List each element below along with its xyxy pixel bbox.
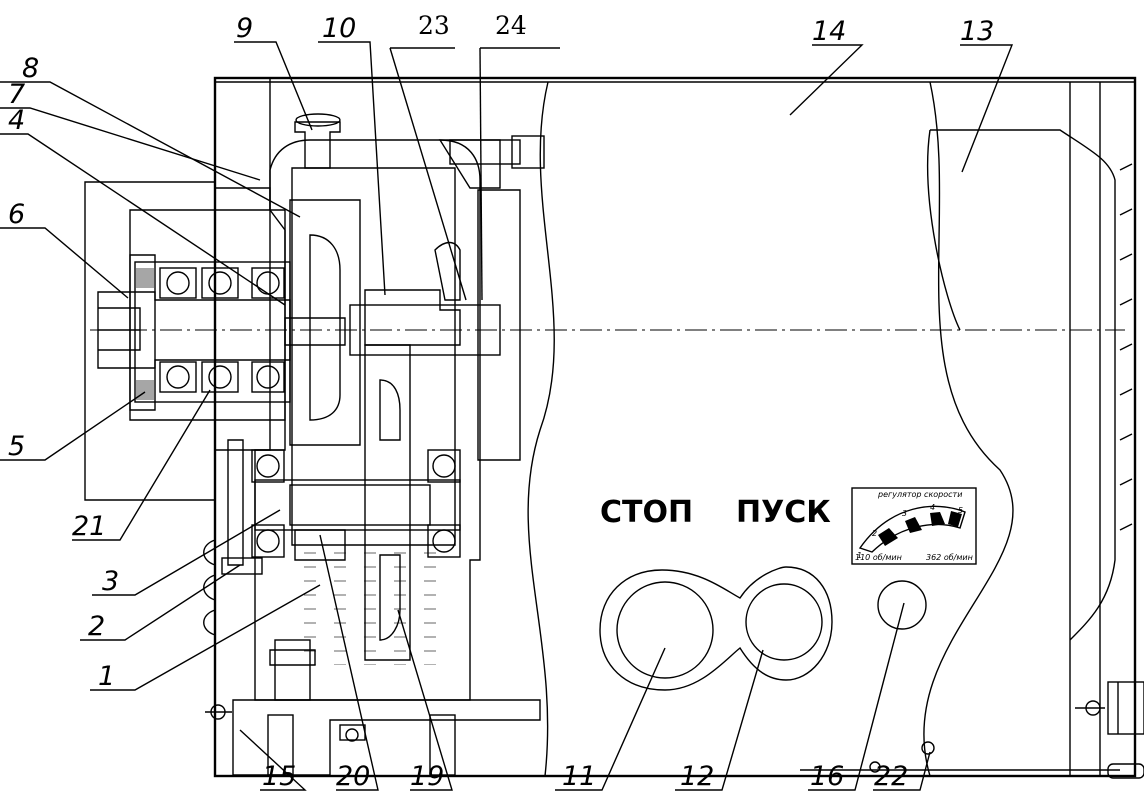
control-panel: СТОП ПУСК bbox=[599, 495, 927, 691]
callout-11: 11 bbox=[562, 761, 596, 792]
callout-6: 6 bbox=[8, 199, 25, 230]
speed-mark-3: 3 bbox=[902, 509, 907, 518]
speed-mark-4: 4 bbox=[930, 503, 935, 512]
callout-5: 5 bbox=[8, 431, 25, 462]
callout-14: 14 bbox=[812, 16, 846, 47]
callout-13: 13 bbox=[960, 16, 994, 47]
callout-9: 9 bbox=[236, 13, 253, 44]
callout-10: 10 bbox=[322, 13, 356, 44]
motor-housing bbox=[213, 76, 1144, 779]
speed-regulator-plate: регулятор скорости 1 2 3 4 5 110 об/мин … bbox=[851, 487, 977, 565]
callout-22: 22 bbox=[874, 761, 908, 792]
speed-mark-5: 5 bbox=[958, 506, 963, 515]
speed-max-label: 362 об/мин bbox=[926, 553, 973, 562]
start-label: ПУСК bbox=[736, 495, 831, 530]
callout-8: 8 bbox=[22, 53, 39, 84]
callout-2: 2 bbox=[88, 611, 105, 642]
callout-4: 4 bbox=[8, 105, 25, 136]
speed-mark-2: 2 bbox=[872, 529, 877, 538]
callout-1: 1 bbox=[98, 661, 115, 692]
speed-plate-title: регулятор скорости bbox=[877, 490, 962, 499]
callout-20: 20 bbox=[336, 761, 370, 792]
gearbox-casing bbox=[84, 113, 545, 776]
callout-15: 15 bbox=[262, 761, 296, 792]
callout-23: 23 bbox=[418, 11, 450, 40]
speed-knob[interactable] bbox=[877, 580, 927, 630]
callouts: 9 10 23 24 14 13 8 7 4 6 5 21 3 2 1 15 2… bbox=[8, 11, 994, 792]
speed-min-label: 110 об/мин bbox=[855, 553, 902, 562]
callout-16: 16 bbox=[810, 761, 844, 792]
callout-19: 19 bbox=[410, 761, 444, 792]
callout-3: 3 bbox=[102, 566, 119, 597]
leader-lines bbox=[0, 41, 1014, 791]
callout-12: 12 bbox=[680, 761, 714, 792]
speed-mark-1: 1 bbox=[857, 551, 862, 560]
callout-7: 7 bbox=[8, 79, 25, 110]
stop-button[interactable] bbox=[616, 581, 714, 679]
start-button[interactable] bbox=[745, 583, 823, 661]
stop-label: СТОП bbox=[600, 495, 693, 530]
callout-21: 21 bbox=[72, 511, 106, 542]
callout-24: 24 bbox=[495, 11, 527, 40]
